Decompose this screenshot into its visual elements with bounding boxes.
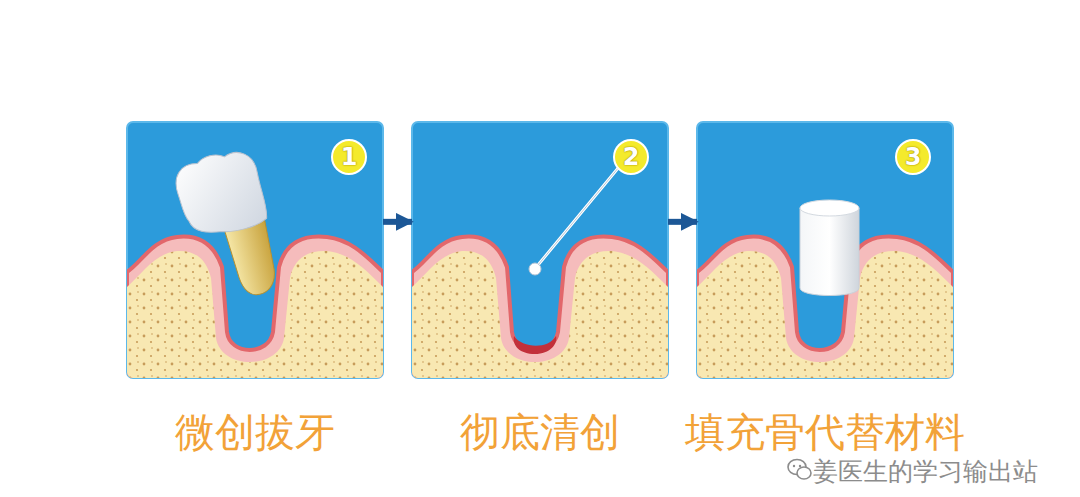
step-panel: 1微创拔牙 [127, 122, 383, 378]
bone-graft [800, 200, 859, 296]
tooth [171, 146, 286, 308]
step-caption: 彻底清创 [460, 408, 620, 456]
step-badge: 1 [331, 139, 367, 175]
watermark: 姜医生的学习输出站 [813, 457, 1038, 487]
step-panel: 2彻底清创 [412, 122, 668, 378]
callout-number: 3 [905, 145, 922, 169]
step-arrow [668, 219, 697, 225]
wechat-icon [788, 460, 811, 480]
step-arrow [383, 219, 412, 225]
step-caption: 微创拔牙 [175, 408, 335, 456]
panel-picture [127, 122, 383, 378]
panel-picture [412, 122, 668, 378]
callout-number: 2 [623, 145, 640, 169]
blood [514, 336, 557, 354]
step-caption: 填充骨代替材料 [685, 408, 965, 456]
panel-picture [697, 122, 953, 378]
step-badge: 3 [895, 139, 931, 175]
callout-number: 1 [341, 145, 358, 169]
step-badge: 2 [613, 139, 649, 175]
step-panel: 3填充骨代替材料 [697, 122, 953, 378]
